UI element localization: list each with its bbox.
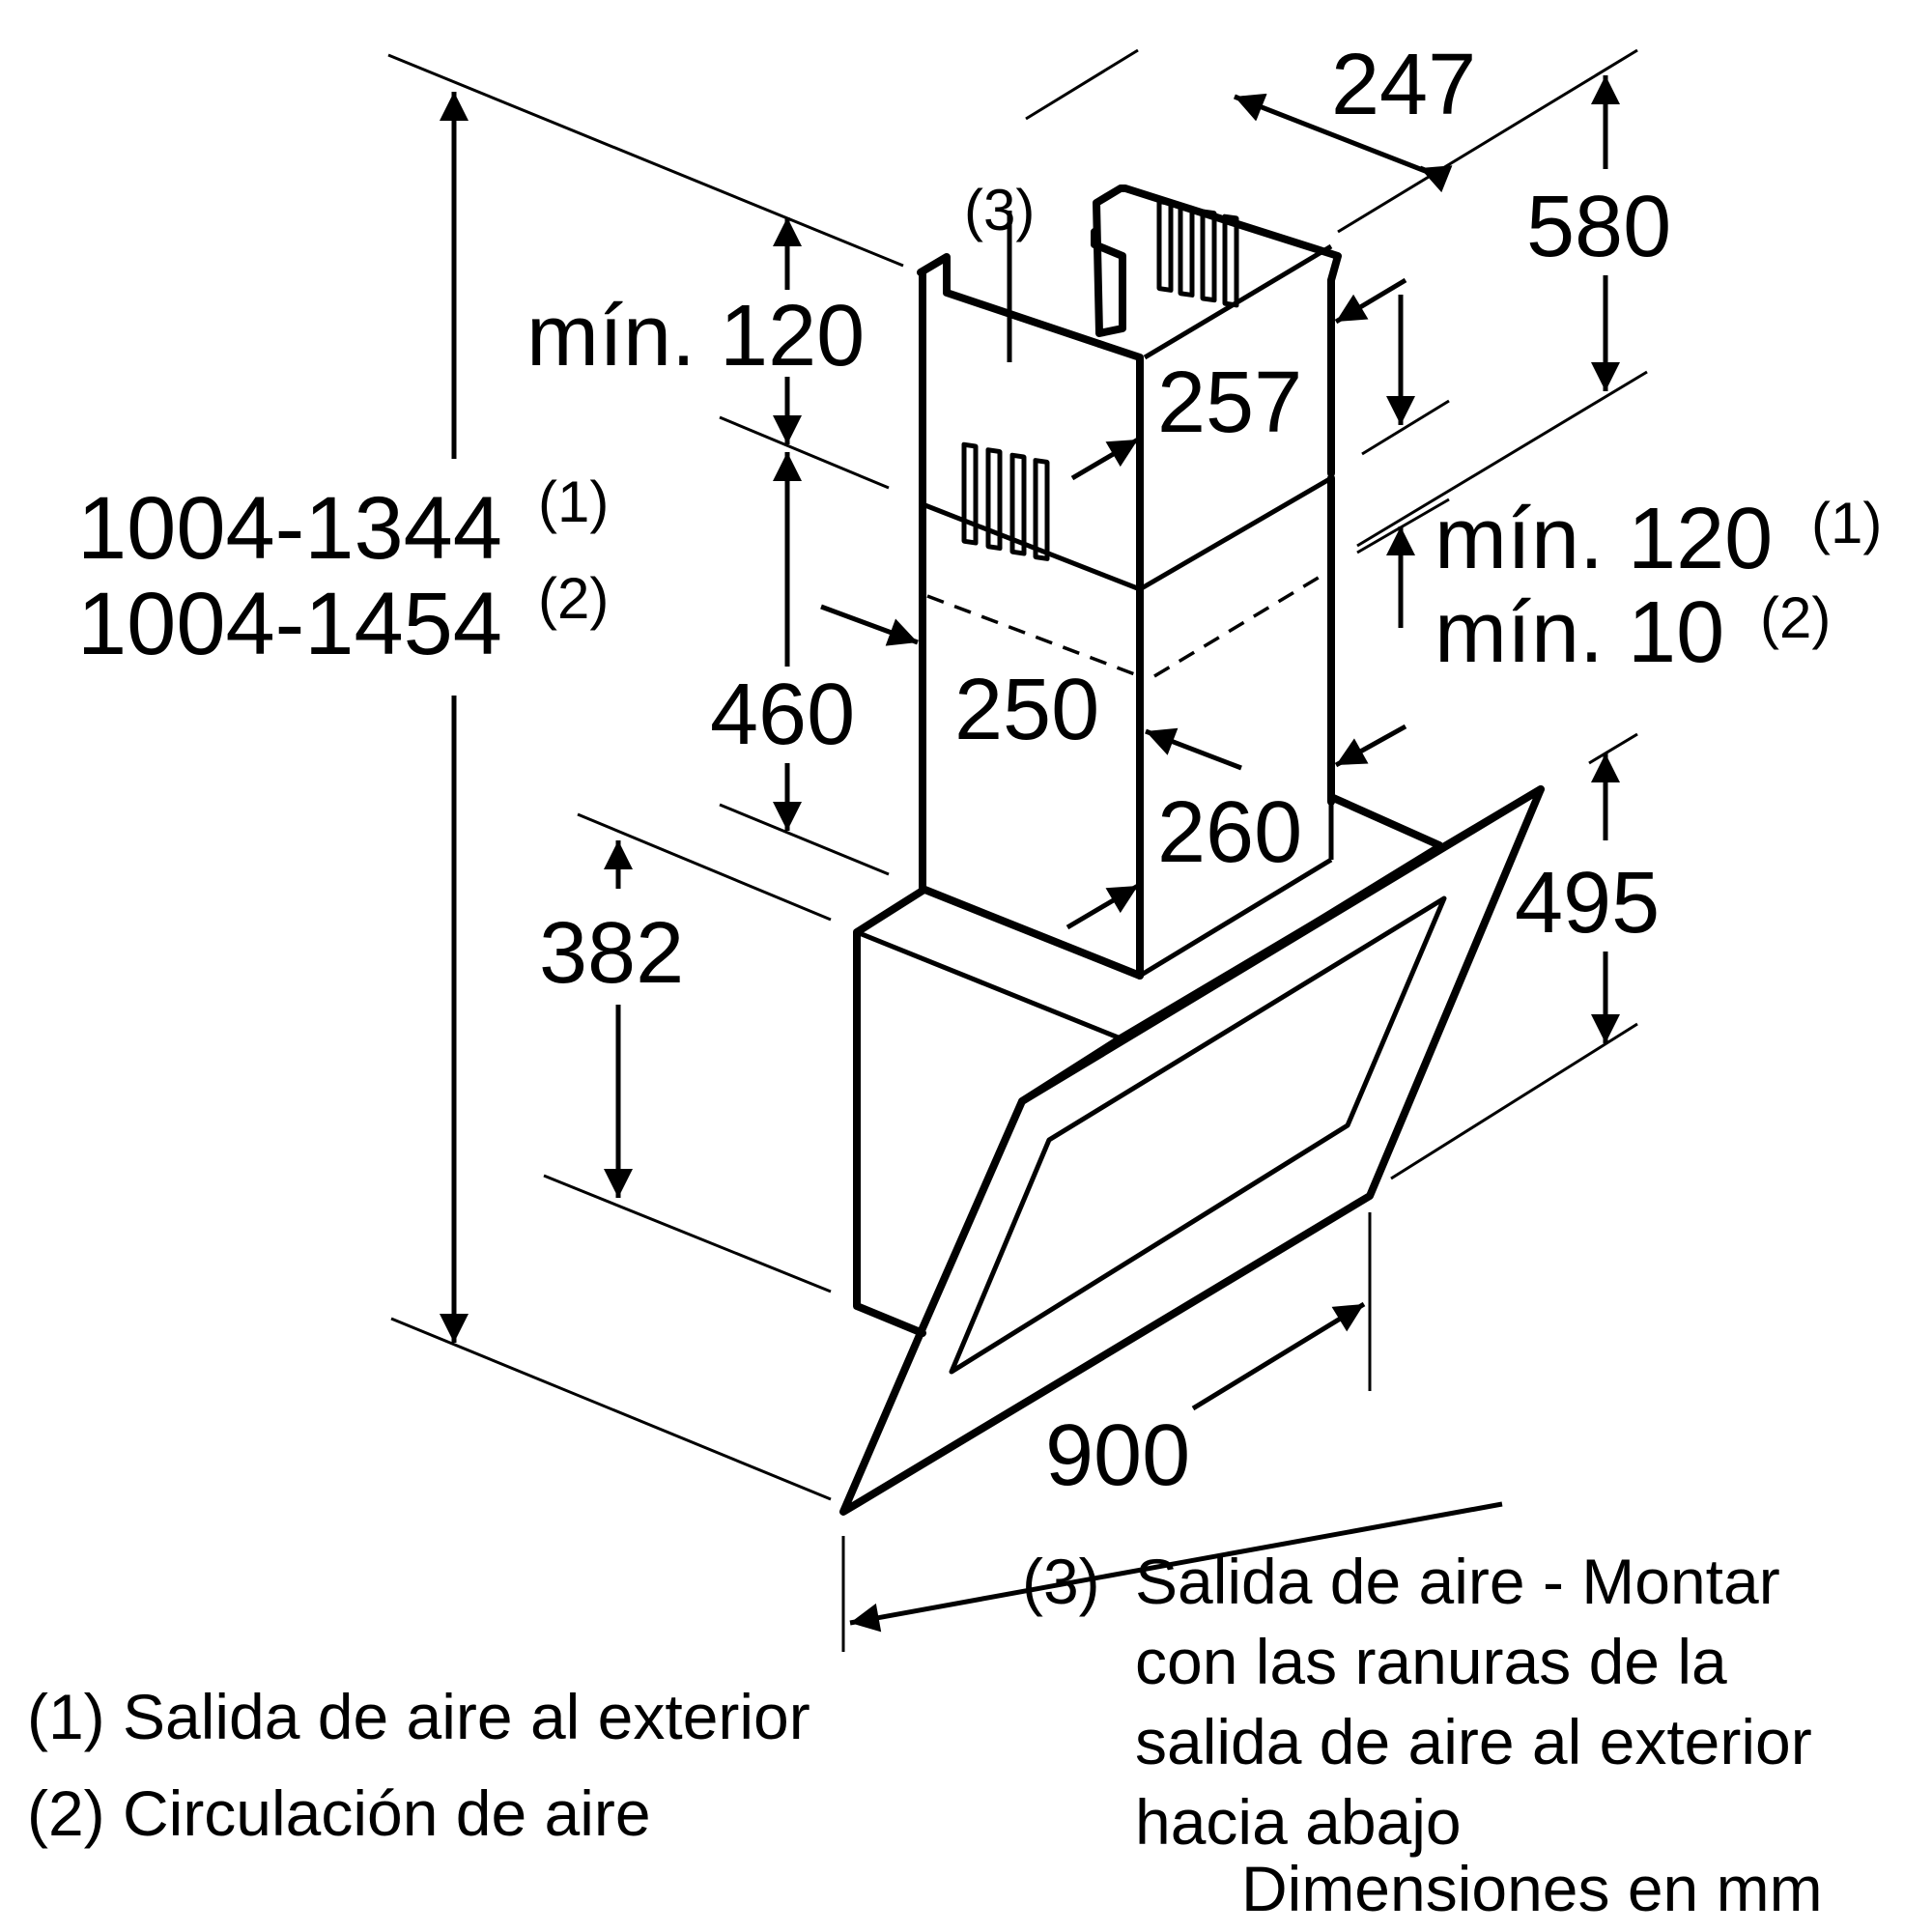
upper-chimney bbox=[917, 185, 1342, 893]
min-gap-label-2: mín. 10 bbox=[1435, 584, 1724, 681]
hood-body bbox=[853, 793, 1443, 1337]
legend-item-1: (1) Salida de aire al exterior bbox=[27, 1681, 810, 1752]
legend: (1) Salida de aire al exterior (2) Circu… bbox=[27, 1546, 1823, 1924]
legend-item-3-line-3: salida de aire al exterior bbox=[1135, 1706, 1812, 1777]
chimney-top-width-label: 247 bbox=[1331, 37, 1476, 133]
total-height-label-1: 1004-1344 bbox=[77, 479, 502, 578]
dimension-labels: 1004-1344 (1) 1004-1454 (2) 247 580 mín.… bbox=[77, 37, 1882, 1504]
legend-item-3-marker: (3) bbox=[1022, 1546, 1100, 1617]
extension-lines bbox=[387, 48, 1648, 1652]
total-width-label: 900 bbox=[1045, 1407, 1190, 1504]
inner-chimney-depth-label: 257 bbox=[1157, 355, 1302, 451]
legend-item-3-line-2: con las ranuras de la bbox=[1135, 1626, 1727, 1697]
glass-canopy bbox=[839, 785, 1545, 1516]
legend-item-3-line-1: Salida de aire - Montar bbox=[1135, 1546, 1780, 1617]
total-height-marker-2: (2) bbox=[538, 566, 609, 631]
min-gap-marker-1: (1) bbox=[1811, 491, 1882, 555]
lower-chimney-depth-label: 260 bbox=[1157, 784, 1302, 881]
chimney-top-height-label: 580 bbox=[1526, 179, 1671, 275]
dimension-arrows bbox=[440, 75, 1620, 1633]
units-note: Dimensiones en mm bbox=[1241, 1853, 1823, 1924]
lower-chimney-height-label: 460 bbox=[710, 667, 855, 763]
slots-marker: (3) bbox=[964, 178, 1035, 242]
lower-chimney-width-label: 250 bbox=[954, 662, 1099, 758]
total-height-label-2: 1004-1454 bbox=[77, 575, 502, 673]
legend-item-3-line-4: hacia abajo bbox=[1135, 1786, 1462, 1858]
legend-item-2: (2) Circulación de aire bbox=[27, 1777, 651, 1849]
min-top-gap-label: mín. 120 bbox=[526, 288, 865, 384]
total-height-marker-1: (1) bbox=[538, 469, 609, 534]
body-height-label: 382 bbox=[539, 905, 684, 1002]
min-gap-label-1: mín. 120 bbox=[1435, 491, 1773, 587]
min-gap-marker-2: (2) bbox=[1760, 585, 1831, 650]
canopy-height-label: 495 bbox=[1515, 855, 1660, 952]
lower-chimney bbox=[919, 474, 1335, 980]
